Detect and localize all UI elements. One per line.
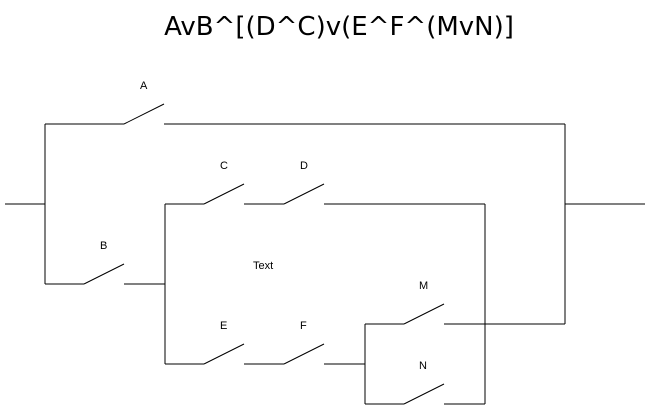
diagram-title: AvB^[(D^C)v(E^F^(MvN)]: [164, 12, 514, 42]
switch-m-label: M: [419, 280, 428, 292]
switch-a: [123, 103, 165, 125]
switch-f: [283, 343, 325, 365]
switch-c-label: C: [220, 160, 228, 172]
switch-b: [83, 263, 125, 285]
switch-b-label: B: [100, 240, 107, 252]
switch-c: [203, 183, 245, 205]
switch-e-label: E: [220, 320, 227, 332]
switch-e: [203, 343, 245, 365]
switch-f-label: F: [300, 320, 307, 332]
switch-m: [403, 303, 445, 325]
switch-n-label: N: [419, 360, 427, 372]
switch-a-label: A: [140, 80, 148, 92]
text-label: Text: [253, 260, 273, 272]
switch-d: [283, 183, 325, 205]
switch-n: [403, 383, 445, 405]
switch-d-label: D: [300, 160, 308, 172]
